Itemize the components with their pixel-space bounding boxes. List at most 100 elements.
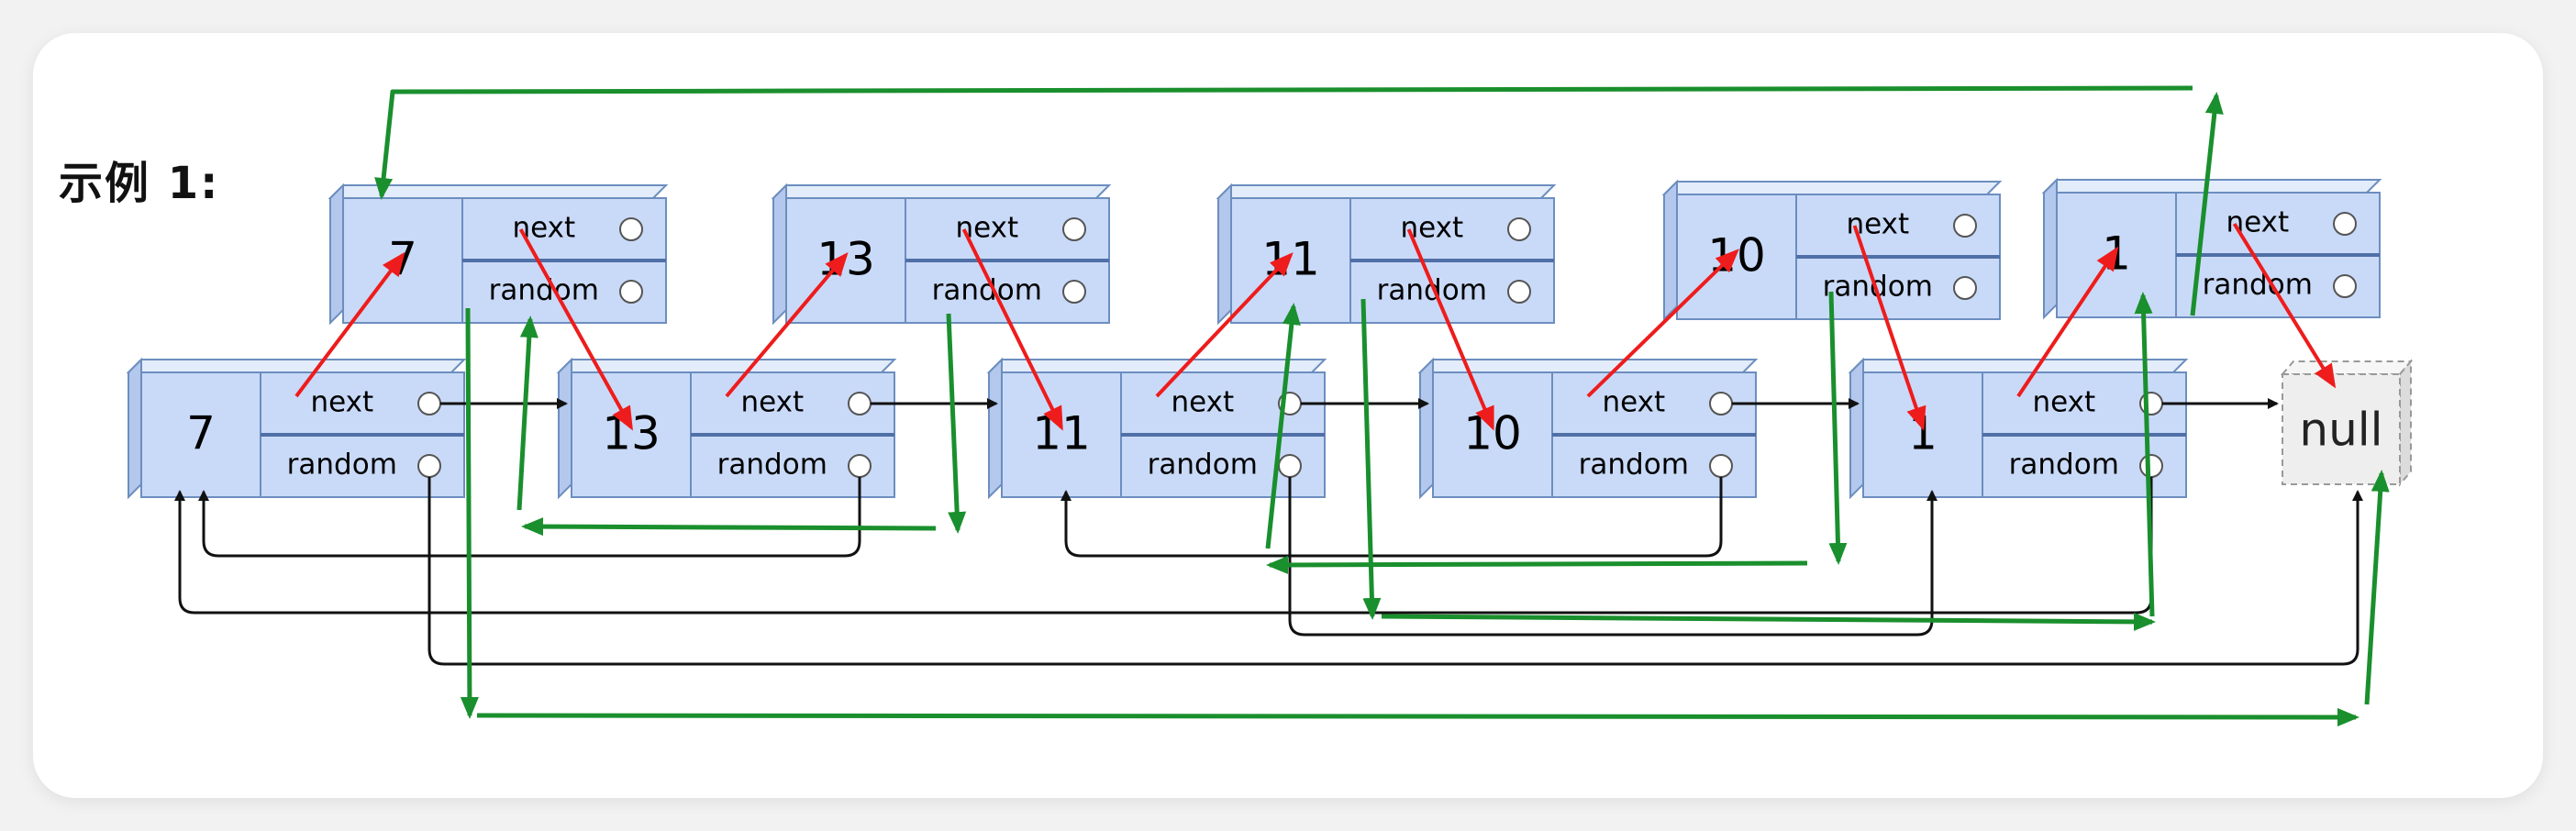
copied-node-1-random-label: random — [489, 274, 599, 307]
null-node-top — [2280, 360, 2414, 375]
original-node-1: 7 next random — [126, 357, 467, 500]
copied-node-3-next-label: next — [1400, 212, 1463, 245]
original-node-2-next-label: next — [740, 386, 804, 419]
original-node-1-side-face — [128, 357, 142, 500]
green-rand-13-up — [516, 316, 539, 511]
copied-node-1-random-pointer — [619, 280, 643, 304]
original-node-4: 10 next random — [1417, 357, 1759, 500]
green-rand-7-down — [460, 307, 479, 719]
red-arrow-original-4-to-copy — [1586, 249, 1739, 398]
copied-node-5: 1 next random — [2041, 177, 2382, 320]
null-node-box — [2282, 373, 2401, 485]
copied-node-5-next-label: next — [2226, 206, 2289, 239]
copied-node-5-random-label: random — [2203, 269, 2313, 302]
original-node-2-next-pointer — [848, 392, 872, 416]
original-node-3-side-face — [988, 357, 1003, 500]
red-arrow-copy-4-to-next — [1852, 225, 1926, 431]
original-node-1-random-pointer — [417, 454, 441, 478]
copied-node-2-side-face — [772, 183, 787, 326]
copied-node-4-value: 10 — [1707, 229, 1766, 283]
copied-node-3-top-face — [1216, 184, 1557, 199]
red-arrow-copy-1-to-next — [518, 228, 633, 431]
red-arrow-copy-2-to-next — [961, 228, 1063, 431]
green-rand-null-up — [2364, 470, 2390, 705]
original-node-4-side-face — [1419, 357, 1434, 500]
original-node-2-side-face — [558, 357, 572, 500]
copied-node-4-side-face — [1663, 179, 1678, 322]
copied-node-4-random-pointer — [1953, 276, 1977, 300]
copied-node-5-top-face — [2041, 179, 2382, 194]
red-arrow-copy-5-to-next — [2232, 222, 2337, 389]
copy-next-arrows — [294, 222, 2337, 431]
copied-node-2-top-face — [771, 184, 1112, 199]
green-rand-7-to-null — [476, 707, 2359, 726]
copied-node-3-side-face — [1217, 183, 1232, 326]
original-node-5-random-label: random — [2009, 449, 2119, 482]
null-node: null — [2280, 359, 2414, 487]
original-node-4-next-pointer — [1709, 392, 1733, 416]
original-node-5-side-face — [1849, 357, 1864, 500]
original-node-1-top-face — [126, 359, 467, 373]
green-rand-11-down — [1360, 298, 1382, 620]
copy-random-arrows — [374, 85, 2390, 726]
example-title: 示例 1: — [59, 158, 220, 209]
original-node-4-value: 10 — [1463, 407, 1522, 460]
copied-node-2-next-label: next — [955, 212, 1018, 245]
copied-node-4-next-pointer — [1953, 214, 1977, 238]
original-node-2-value: 13 — [602, 407, 661, 460]
green-rand-1-from-1 — [2134, 292, 2155, 617]
original-node-3-random-label: random — [1148, 449, 1258, 482]
original-node-4-next-label: next — [1602, 386, 1665, 419]
original-node-3-value: 11 — [1032, 407, 1091, 460]
original-node-4-random-label: random — [1579, 449, 1689, 482]
null-node-side — [2399, 359, 2412, 487]
random-arrow-10-to-11 — [1060, 477, 1723, 558]
copied-node-5-value: 1 — [2102, 227, 2131, 281]
green-rand-11-up — [1265, 303, 1301, 549]
green-rand-1-to-7 — [374, 85, 2193, 200]
random-arrow-11-to-1 — [1288, 477, 1938, 637]
copied-node-2-next-pointer — [1062, 217, 1086, 241]
original-node-5-random-pointer — [2139, 454, 2163, 478]
red-arrow-copy-3-to-next — [1406, 228, 1494, 431]
copied-node-3-random-label: random — [1377, 274, 1487, 307]
green-rand-13-down — [946, 313, 967, 534]
copied-node-3-next-pointer — [1507, 217, 1531, 241]
original-node-3: 11 next random — [986, 357, 1327, 500]
original-node-1-random-label: random — [287, 449, 397, 482]
original-node-1-next-pointer — [417, 392, 441, 416]
original-node-2: 13 next random — [556, 357, 897, 500]
copied-node-4-next-label: next — [1846, 208, 1909, 241]
original-node-4-top-face — [1417, 359, 1759, 373]
red-arrow-original-1-to-copy — [294, 251, 405, 398]
original-node-1-value: 7 — [186, 407, 216, 460]
green-rand-13-to-7 — [521, 517, 937, 537]
random-arrow-7-to-null — [427, 477, 2363, 666]
original-node-5-value: 1 — [1908, 407, 1938, 460]
red-arrow-original-2-to-copy — [725, 251, 849, 398]
original-node-3-next-label: next — [1171, 386, 1234, 419]
copied-node-3-random-pointer — [1507, 280, 1531, 304]
original-node-2-random-pointer — [848, 454, 872, 478]
green-rand-11-to-1 — [1381, 612, 2156, 631]
copied-node-1-value: 7 — [388, 233, 417, 286]
green-rand-10-to-11 — [1266, 555, 1808, 574]
original-node-1-next-label: next — [310, 386, 373, 419]
null-node-label: null — [2299, 404, 2382, 457]
original-node-4-random-pointer — [1709, 454, 1733, 478]
original-node-2-random-label: random — [717, 449, 827, 482]
green-rand-1-up — [2190, 92, 2224, 316]
original-node-3-random-pointer — [1278, 454, 1302, 478]
copied-node-4-top-face — [1661, 181, 2003, 195]
copied-node-1-next-pointer — [619, 217, 643, 241]
copied-node-2-random-pointer — [1062, 280, 1086, 304]
original-node-5-next-pointer — [2139, 392, 2163, 416]
original-node-3-top-face — [986, 359, 1327, 373]
original-node-2-top-face — [556, 359, 897, 373]
